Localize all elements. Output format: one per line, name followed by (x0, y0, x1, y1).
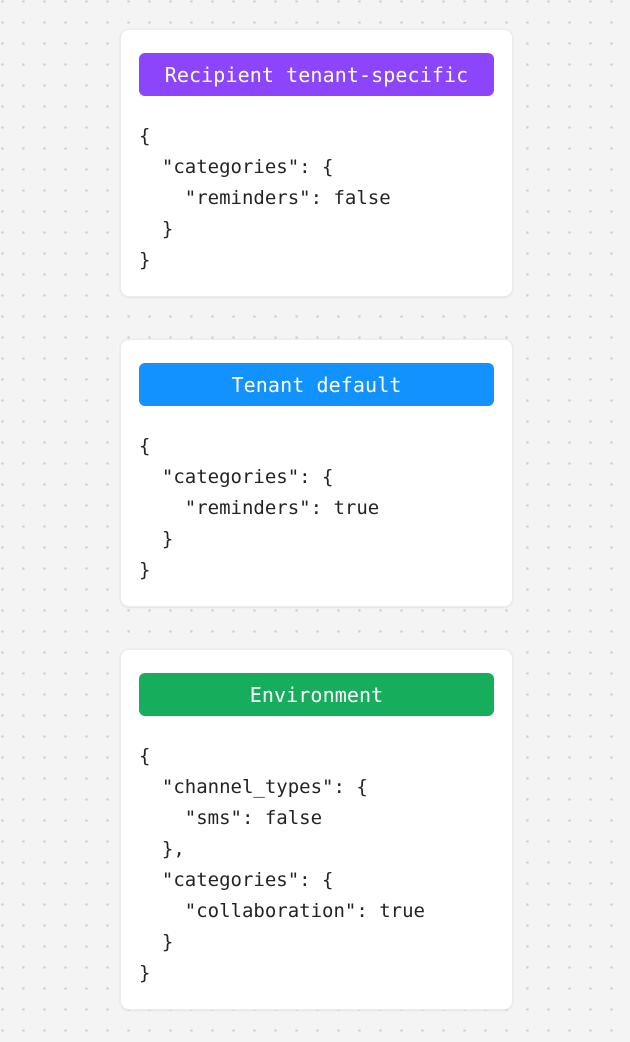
card-header-tenant-default: Tenant default (139, 363, 494, 406)
card-code-recipient-tenant-specific: { "categories": { "reminders": false } } (139, 125, 391, 271)
card-tenant-default: Tenant default { "categories": { "remind… (120, 339, 513, 607)
card-environment: Environment { "channel_types": { "sms": … (120, 649, 513, 1010)
preference-layers-stack: Recipient tenant-specific { "categories"… (120, 29, 513, 1010)
card-header-environment: Environment (139, 673, 494, 716)
card-code-environment: { "channel_types": { "sms": false }, "ca… (139, 745, 425, 984)
card-header-recipient-tenant-specific: Recipient tenant-specific (139, 53, 494, 96)
card-code-tenant-default: { "categories": { "reminders": true } } (139, 435, 380, 581)
card-recipient-tenant-specific: Recipient tenant-specific { "categories"… (120, 29, 513, 297)
